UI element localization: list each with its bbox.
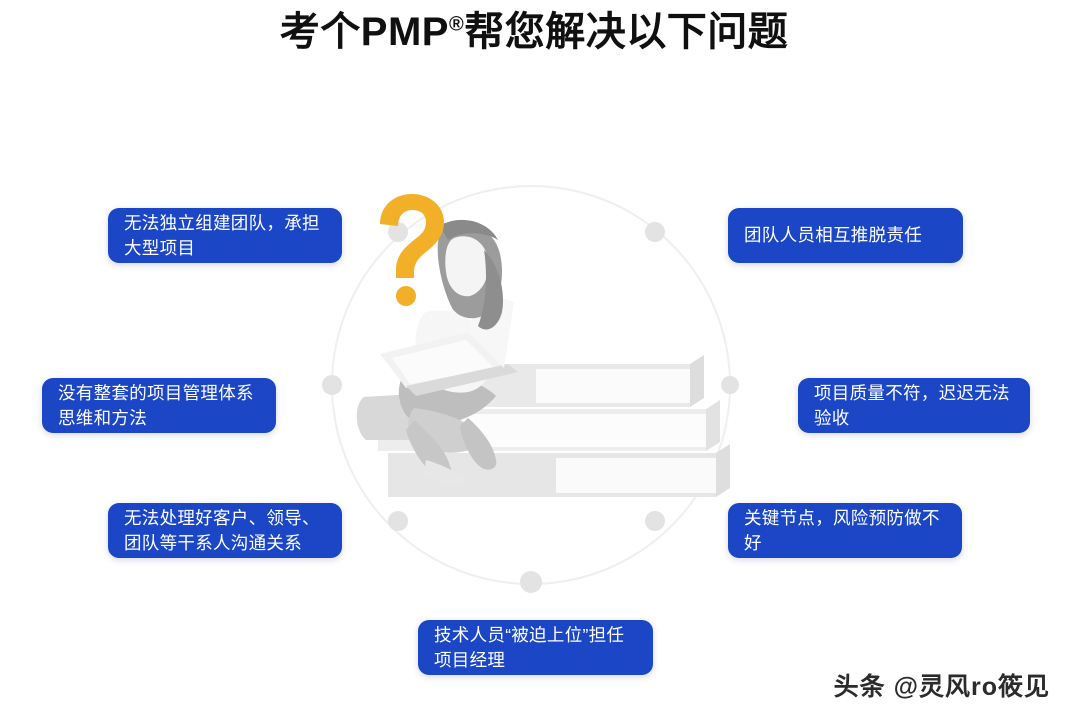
callout-box-bottom-right[interactable]: 关键节点，风险预防做不好 xyxy=(728,503,962,558)
orbit-dots xyxy=(322,222,739,593)
question-mark-icon xyxy=(380,194,444,306)
page-title-rest: 帮您解决以下问题 xyxy=(464,10,789,54)
callout-text: 团队人员相互推脱责任 xyxy=(744,225,922,245)
callout-text: 项目质量不符，迟迟无法验收 xyxy=(814,382,1010,428)
registered-trademark-icon: ® xyxy=(448,13,465,36)
callout-box-top-right[interactable]: 团队人员相互推脱责任 xyxy=(728,208,963,263)
callout-box-bottom-left[interactable]: 无法处理好客户、领导、团队等干系人沟通关系 xyxy=(108,503,342,558)
callout-box-top-left[interactable]: 无法独立组建团队，承担大型项目 xyxy=(108,208,342,263)
watermark: 头条 @灵风ro筱见 xyxy=(833,673,1050,701)
central-illustration xyxy=(318,172,748,602)
callout-box-middle-right[interactable]: 项目质量不符，迟迟无法验收 xyxy=(798,378,1030,433)
callout-box-middle-left[interactable]: 没有整套的项目管理体系思维和方法 xyxy=(42,378,276,433)
seated-person xyxy=(356,219,518,485)
callout-text: 关键节点，风险预防做不好 xyxy=(744,507,940,553)
page-title: 考个PMP®帮您解决以下问题 xyxy=(0,4,1068,60)
callout-box-bottom-center[interactable]: 技术人员“被迫上位”担任项目经理 xyxy=(418,620,653,675)
page-title-main: 考个PMP xyxy=(279,10,449,54)
callout-text: 无法处理好客户、领导、团队等干系人沟通关系 xyxy=(124,507,320,553)
callout-text: 无法独立组建团队，承担大型项目 xyxy=(124,212,320,258)
book-stack xyxy=(378,355,730,497)
callout-text: 技术人员“被迫上位”担任项目经理 xyxy=(434,624,625,670)
callout-text: 没有整套的项目管理体系思维和方法 xyxy=(58,382,254,428)
